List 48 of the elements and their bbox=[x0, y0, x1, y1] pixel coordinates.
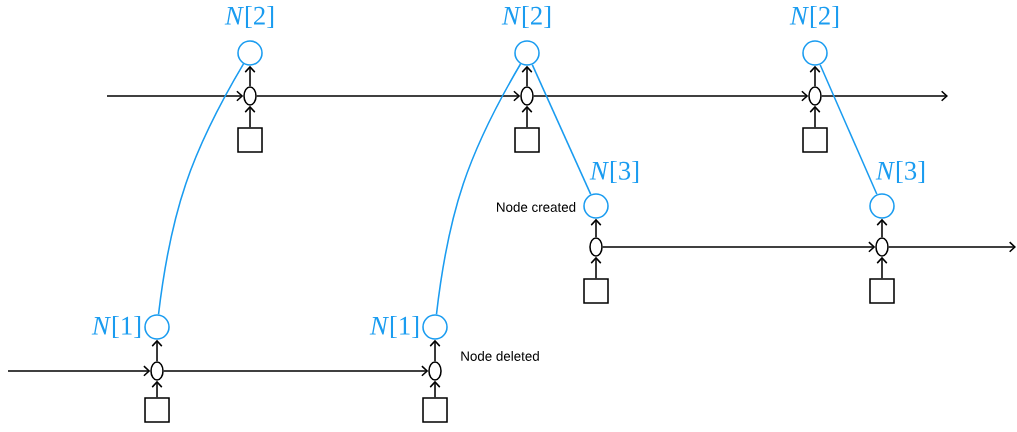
junction-ellipse bbox=[520, 86, 534, 106]
node-label: N[2] bbox=[224, 5, 274, 29]
junction-ellipse bbox=[150, 361, 164, 381]
connector-line bbox=[435, 63, 522, 316]
input-box bbox=[422, 397, 448, 423]
connector-line bbox=[157, 63, 245, 316]
node-label: N[2] bbox=[789, 5, 839, 29]
arrow bbox=[821, 90, 948, 102]
junction-ellipse bbox=[243, 86, 257, 106]
arrow bbox=[602, 241, 876, 253]
arrow bbox=[151, 339, 163, 362]
arrow bbox=[244, 65, 256, 87]
arrow bbox=[533, 90, 809, 102]
arrow bbox=[590, 256, 602, 279]
node-label: N[3] bbox=[875, 160, 925, 184]
arrow bbox=[151, 380, 163, 398]
arrow bbox=[888, 241, 1016, 253]
junction-ellipse bbox=[875, 237, 889, 257]
arrow bbox=[876, 256, 888, 279]
arrow bbox=[244, 105, 256, 128]
junction-ellipse bbox=[589, 237, 603, 257]
arrow bbox=[809, 105, 821, 128]
arrow bbox=[590, 218, 602, 238]
junction-ellipse bbox=[808, 86, 822, 106]
node-label: N[3] bbox=[589, 160, 639, 184]
connector-line bbox=[819, 63, 878, 196]
node-label: N[2] bbox=[501, 5, 551, 29]
arrow bbox=[256, 90, 521, 102]
annotation: Node created bbox=[497, 202, 576, 212]
arrow bbox=[7, 365, 151, 377]
arrow bbox=[429, 339, 441, 362]
arrow bbox=[809, 65, 821, 87]
input-box bbox=[514, 127, 540, 153]
input-box bbox=[237, 127, 263, 153]
input-box bbox=[583, 278, 609, 304]
arrow bbox=[163, 365, 429, 377]
arrow bbox=[521, 65, 533, 87]
node-label: N[1] bbox=[369, 315, 419, 339]
arrow bbox=[521, 105, 533, 128]
arrow bbox=[429, 380, 441, 398]
annotation: Node deleted bbox=[461, 351, 539, 361]
connector-line bbox=[531, 63, 592, 196]
input-box bbox=[802, 127, 828, 153]
arrow bbox=[106, 90, 244, 102]
node-label: N[1] bbox=[91, 315, 141, 339]
arrow bbox=[876, 218, 888, 238]
input-box bbox=[144, 397, 170, 423]
input-box bbox=[869, 278, 895, 304]
